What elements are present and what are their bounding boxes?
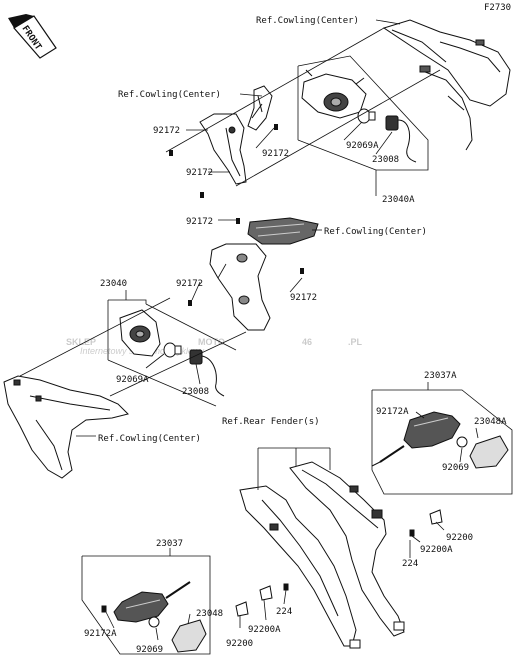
callout-23008-mid: 23008 bbox=[182, 387, 209, 397]
callout-92200A-l: 92200A bbox=[248, 625, 281, 635]
upper-light-bracket bbox=[301, 69, 367, 119]
upper-tail-cowling bbox=[382, 19, 511, 151]
lower-rear-fender bbox=[239, 485, 361, 649]
callout-224-l: 224 bbox=[276, 607, 292, 617]
turn-signal-left bbox=[113, 581, 191, 623]
callout-23048-l: 23048 bbox=[196, 609, 223, 619]
callout-92172-f: 92172 bbox=[290, 293, 317, 303]
callout-ref-cowling-left: Ref.Cowling(Center) bbox=[118, 90, 221, 100]
callout-ref-rear-fender: Ref.Rear Fender(s) bbox=[222, 417, 320, 427]
nut-plate-left bbox=[101, 583, 289, 617]
callout-23037A: 23037A bbox=[424, 371, 457, 381]
callout-labels: Ref.Cowling(Center) Ref.Cowling(Center) … bbox=[84, 16, 507, 655]
callout-23048A: 23048A bbox=[474, 417, 507, 427]
mid-lens-assembly bbox=[247, 217, 319, 245]
screws-mid bbox=[188, 268, 304, 306]
callout-92200-r: 92200 bbox=[446, 533, 473, 543]
watermark-brand-a: SKLEP bbox=[66, 337, 96, 347]
bulb-92069A-mid bbox=[163, 342, 182, 358]
callout-92172A-l: 92172A bbox=[84, 629, 117, 639]
bulb-92069-r bbox=[456, 436, 468, 448]
callout-23040A: 23040A bbox=[382, 195, 415, 205]
watermark-brand-tld: .PL bbox=[348, 337, 363, 347]
callout-92200-l: 92200 bbox=[226, 639, 253, 649]
callout-92069A-mid: 92069A bbox=[116, 375, 149, 385]
sheet-code: F2730 bbox=[484, 3, 511, 13]
leader-lines bbox=[19, 19, 513, 655]
mid-bracket bbox=[209, 243, 271, 331]
front-arrow: FRONT bbox=[8, 14, 57, 59]
callout-ref-cowling-mid: Ref.Cowling(Center) bbox=[324, 227, 427, 237]
rear-fender bbox=[289, 461, 405, 637]
lamp-bracket-23040 bbox=[119, 309, 161, 357]
callout-ref-cowling-low: Ref.Cowling(Center) bbox=[98, 434, 201, 444]
screws-upper bbox=[169, 124, 278, 224]
callout-23040: 23040 bbox=[100, 279, 127, 289]
callout-92069-r: 92069 bbox=[442, 463, 469, 473]
lens-23048A bbox=[469, 435, 509, 469]
callout-92172A-r: 92172A bbox=[376, 407, 409, 417]
bulb-92069-l bbox=[148, 616, 160, 628]
callout-ref-cowling-top: Ref.Cowling(Center) bbox=[256, 16, 359, 26]
bulb-92069A-top bbox=[357, 108, 376, 124]
callout-23008-top: 23008 bbox=[372, 155, 399, 165]
callout-92172-c: 92172 bbox=[186, 168, 213, 178]
callout-92069A-top: 92069A bbox=[346, 141, 379, 151]
socket-23008-top bbox=[385, 115, 417, 163]
callout-23037: 23037 bbox=[156, 539, 183, 549]
callout-92172-e: 92172 bbox=[176, 279, 203, 289]
callout-92172-a: 92172 bbox=[153, 126, 180, 136]
upper-lens-strip bbox=[247, 85, 273, 131]
watermark-brand-b: MOTO bbox=[198, 337, 225, 347]
turn-signal-right bbox=[371, 411, 461, 467]
callout-92200A-r: 92200A bbox=[420, 545, 453, 555]
callout-224-r: 224 bbox=[402, 559, 418, 569]
callout-92172-d: 92172 bbox=[186, 217, 213, 227]
callout-92172-b: 92172 bbox=[262, 149, 289, 159]
lower-left-cowling bbox=[3, 375, 129, 479]
lens-23048 bbox=[171, 619, 207, 653]
watermark-brand-num: 46 bbox=[302, 337, 312, 347]
callout-92069-l: 92069 bbox=[136, 645, 163, 655]
